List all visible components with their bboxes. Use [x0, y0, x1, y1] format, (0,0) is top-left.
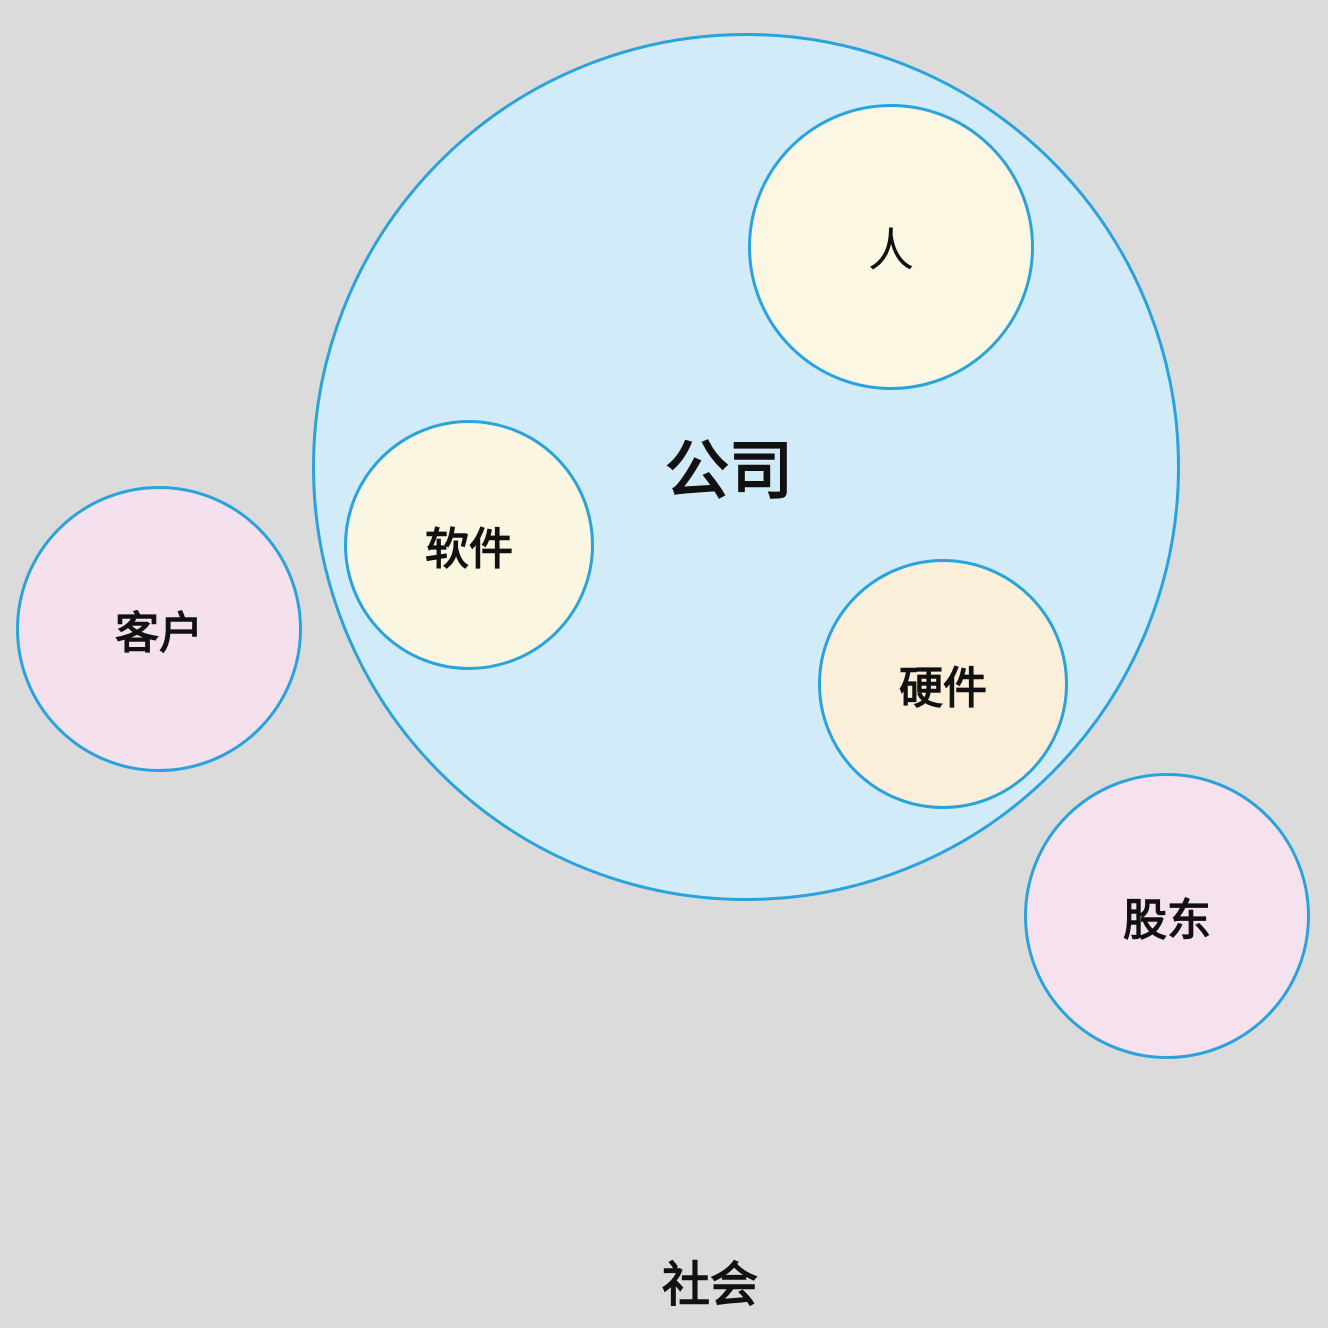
hardware-circle: 硬件	[818, 559, 1068, 809]
shareholder-circle: 股东	[1024, 773, 1310, 1059]
society-label: 社会	[662, 1257, 759, 1313]
hardware-label: 硬件	[899, 663, 987, 714]
customer-circle: 客户	[16, 486, 302, 772]
person-circle: 人	[748, 104, 1034, 390]
person-label: 人	[868, 223, 914, 277]
customer-label: 客户	[115, 608, 203, 659]
software-circle: 软件	[344, 420, 594, 670]
shareholder-label: 股东	[1123, 895, 1211, 946]
software-label: 软件	[425, 524, 513, 575]
company-label: 公司	[665, 435, 793, 509]
